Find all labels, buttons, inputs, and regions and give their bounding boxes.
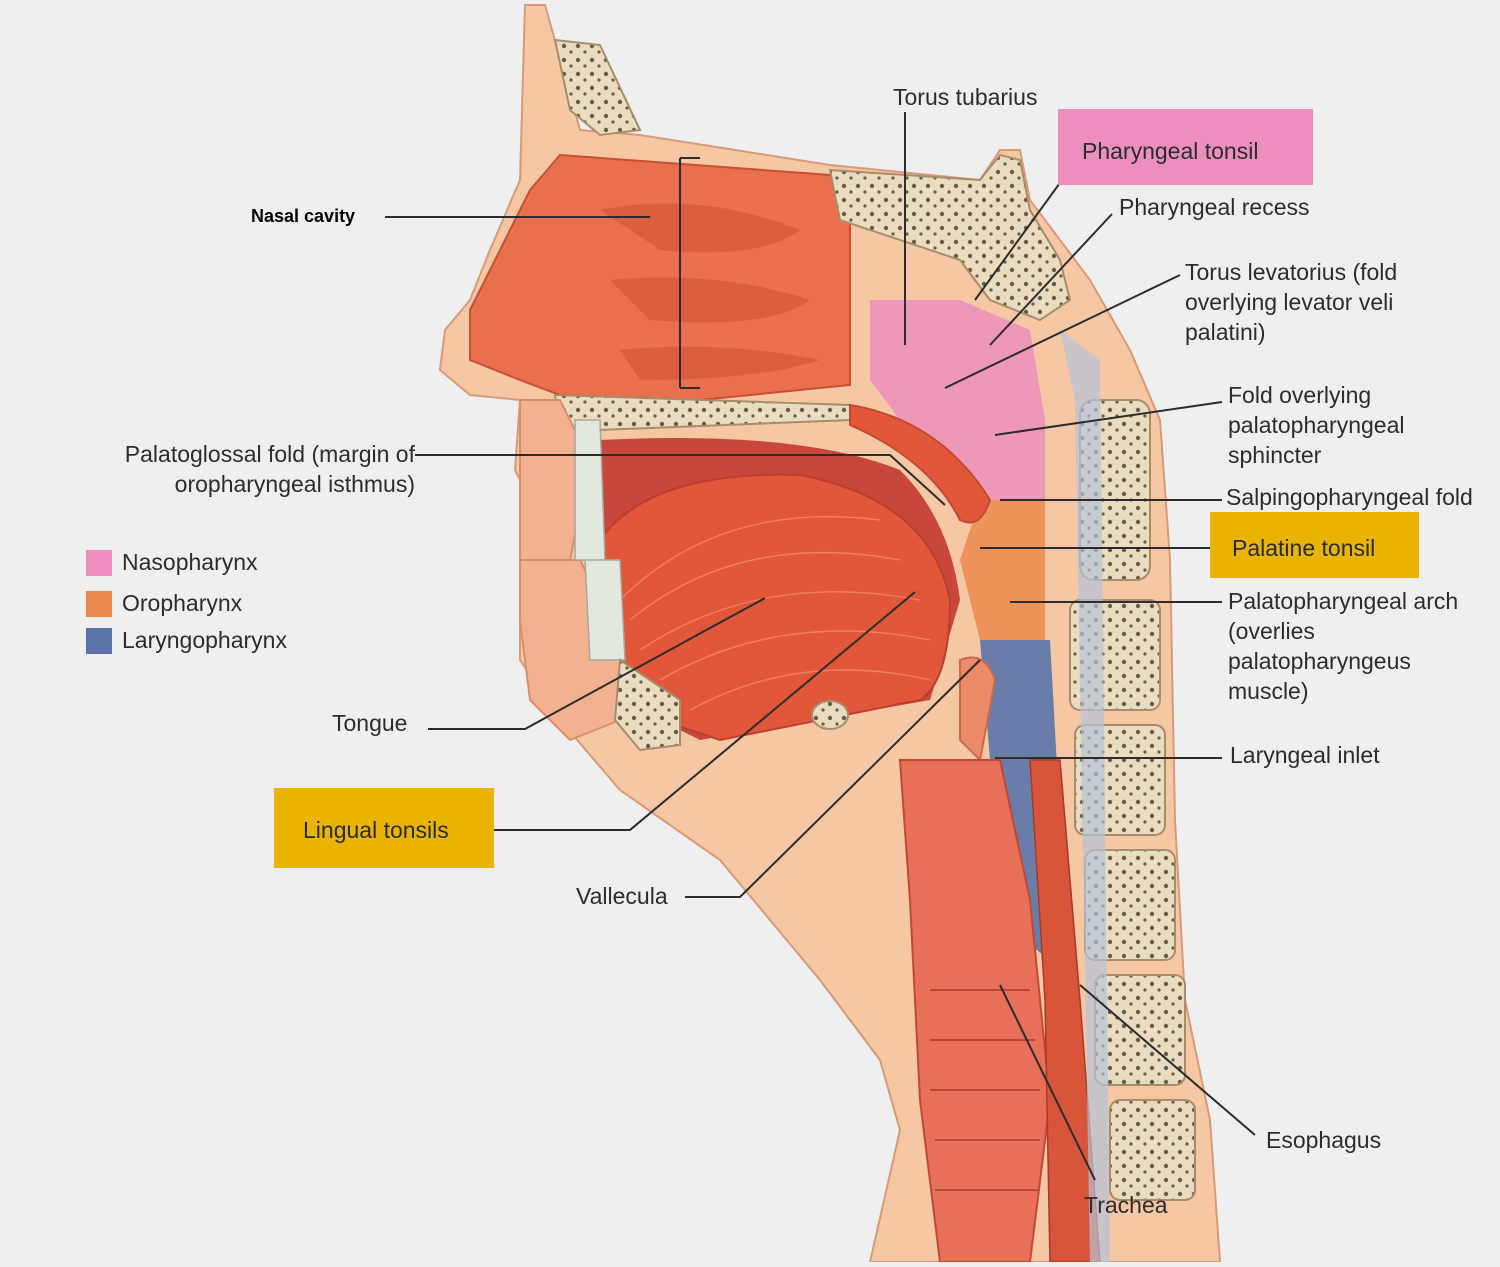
label-trachea: Trachea: [1084, 1192, 1168, 1218]
legend-swatch-nasopharynx: [86, 549, 112, 576]
legend-item-nasopharynx: Nasopharynx: [86, 549, 258, 576]
lingual-tonsils-highlight: [274, 788, 494, 868]
nasal-conchae: [600, 203, 820, 380]
nasopharynx-region: [870, 300, 1045, 500]
legend-swatch-oropharynx: [86, 590, 112, 617]
epiglottis: [959, 656, 997, 763]
trachea-rings: [930, 989, 1040, 1191]
tongue-shape: [598, 473, 952, 742]
hyoid-bone: [811, 700, 849, 730]
pharyngeal-tonsil-highlight: [1058, 109, 1313, 185]
legend-label: Laryngopharynx: [122, 627, 287, 653]
leader-lines: [385, 112, 1256, 1181]
label-palatoglossal-fold: Palatoglossal fold (margin of oropharyng…: [124, 441, 415, 497]
label-vallecula: Vallecula: [576, 883, 668, 909]
sphenoid-bone: [828, 153, 1072, 322]
label-laryngeal-inlet: Laryngeal inlet: [1230, 742, 1380, 768]
teeth: [574, 419, 626, 661]
label-palatine-tonsil: Palatine tonsil: [1232, 535, 1376, 561]
label-pharyngeal-recess: Pharyngeal recess: [1119, 194, 1310, 220]
label-nasal-cavity: Nasal cavity: [251, 206, 356, 226]
oropharynx-region: [960, 500, 1045, 640]
tongue-fibers: [619, 515, 931, 711]
label-pharyngeal-tonsil: Pharyngeal tonsil: [1082, 138, 1259, 164]
label-fold-palatopharyngeal-sphincter: Fold overlying palatopharyngeal sphincte…: [1228, 382, 1405, 468]
legend-label: Oropharynx: [122, 590, 243, 616]
palatine-tonsil-highlight: [1210, 512, 1419, 578]
label-torus-levatorius: Torus levatorius (fold overlying levator…: [1185, 259, 1398, 345]
cervical-spine: [1060, 330, 1196, 1262]
legend-item-laryngopharynx: Laryngopharynx: [86, 627, 287, 654]
legend-swatch-laryngopharynx: [86, 627, 112, 654]
label-salpingopharyngeal-fold: Salpingopharyngeal fold: [1226, 484, 1473, 510]
legend-item-oropharynx: Oropharynx: [86, 590, 242, 617]
mandible: [613, 658, 681, 752]
label-palatopharyngeal-arch: Palatopharyngeal arch (overlies palatoph…: [1228, 588, 1459, 704]
label-esophagus: Esophagus: [1266, 1127, 1382, 1153]
frontal-bone: [553, 38, 642, 137]
soft-palate: [849, 403, 992, 524]
label-tongue: Tongue: [332, 710, 408, 736]
label-lingual-tonsils: Lingual tonsils: [303, 817, 449, 843]
label-torus-tubarius: Torus tubarius: [893, 84, 1038, 110]
legend-label: Nasopharynx: [122, 549, 258, 575]
